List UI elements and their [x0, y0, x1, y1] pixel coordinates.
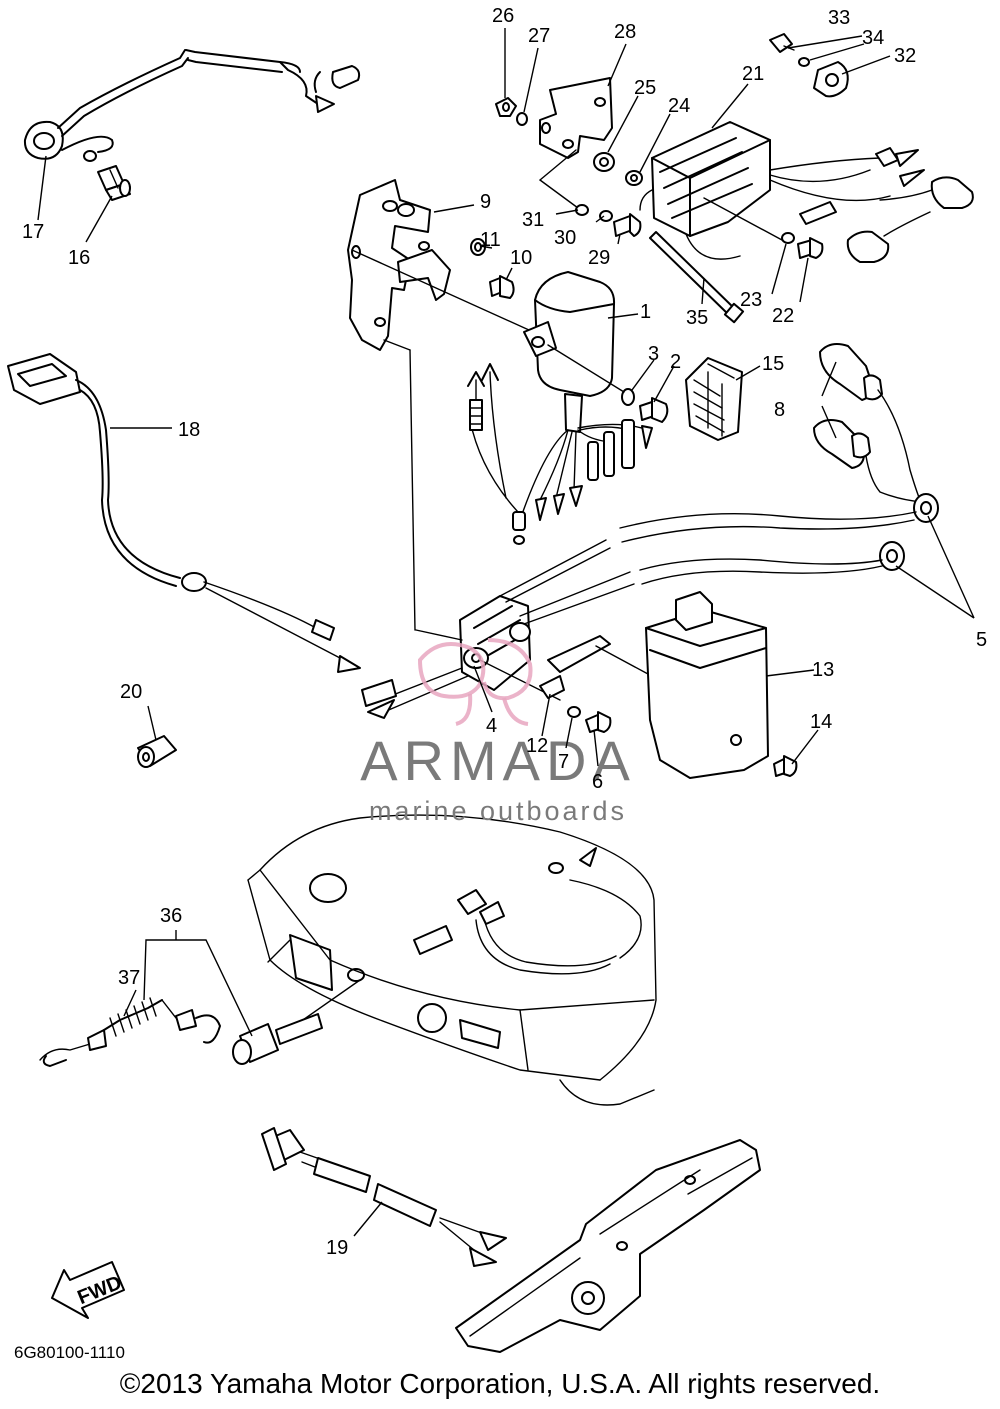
callout-9: 9 — [480, 191, 491, 213]
callout-27: 27 — [528, 25, 550, 47]
part-29-bolt — [613, 213, 642, 237]
watermark-tagline: marine outboards — [369, 796, 627, 826]
part-17-lead-wire — [23, 49, 361, 162]
part-13-cover — [645, 591, 769, 779]
callout-33: 33 — [828, 7, 850, 29]
callout-10: 10 — [510, 247, 532, 269]
callout-29: 29 — [588, 247, 610, 269]
part-14-screw — [773, 755, 798, 777]
part-33-screw — [769, 33, 795, 53]
callout-25: 25 — [634, 77, 656, 99]
callout-36: 36 — [160, 905, 182, 927]
part-7-washer — [567, 706, 581, 718]
part-25-grommet — [593, 152, 615, 172]
part-8-plug-cap — [813, 343, 923, 503]
part-12-ground-plate — [539, 635, 649, 699]
part-18-wire-harness — [7, 353, 361, 673]
copyright-notice: ©2013 Yamaha Motor Corporation, U.S.A. A… — [120, 1368, 880, 1399]
callout-17: 17 — [22, 221, 44, 243]
part-5-grommet — [619, 493, 939, 585]
part-1-cdi-unit — [467, 271, 653, 545]
callout-26: 26 — [492, 5, 514, 27]
callout-15: 15 — [762, 353, 784, 375]
callout-11: 11 — [480, 229, 501, 251]
callout-8: 8 — [774, 399, 785, 421]
part-3-washer — [621, 388, 635, 406]
bottom-cowling — [247, 814, 657, 1106]
callout-30: 30 — [554, 227, 576, 249]
steering-bracket — [455, 1139, 761, 1353]
callout-19: 19 — [326, 1237, 348, 1259]
part-32-clamp — [813, 61, 849, 98]
callout-20: 20 — [120, 681, 142, 703]
callout-5: 5 — [976, 629, 987, 651]
part-30-washer — [599, 210, 613, 222]
part-34-washer — [798, 57, 810, 67]
callout-21: 21 — [742, 63, 764, 85]
callout-13: 13 — [812, 659, 834, 681]
part-16-sender — [97, 165, 131, 201]
callout-34: 34 — [862, 27, 884, 49]
part-36-stop-switch — [232, 1013, 323, 1065]
part-21-rectifier-regulator — [639, 121, 974, 263]
callout-3: 3 — [648, 343, 659, 365]
part-9-bracket — [347, 179, 541, 631]
part-10-bolt — [489, 275, 515, 299]
callout-1: 1 — [640, 301, 651, 323]
part-28-bracket — [539, 77, 613, 209]
part-27-washer — [516, 112, 528, 126]
part-26-nut — [495, 97, 517, 117]
part-20-sleeve — [137, 735, 177, 768]
part-22-bolt — [797, 237, 824, 259]
callout-12: 12 — [526, 735, 548, 757]
callout-4: 4 — [486, 715, 497, 737]
diagram-code: 6G80100-1110 — [14, 1343, 125, 1362]
callout-7: 7 — [558, 751, 569, 773]
callout-24: 24 — [668, 95, 690, 117]
callout-32: 32 — [894, 45, 916, 67]
armada-logo-icon — [417, 638, 533, 726]
callout-37: 37 — [118, 967, 140, 989]
leader-lines — [37, 28, 975, 1237]
callout-16: 16 — [68, 247, 90, 269]
part-2-bolt — [639, 397, 669, 423]
callout-18: 18 — [178, 419, 200, 441]
callout-2: 2 — [670, 351, 681, 373]
part-19-wire-lead — [261, 1127, 507, 1267]
leader-mount-line — [547, 344, 625, 393]
part-15-connector-holder — [685, 357, 743, 441]
callout-28: 28 — [614, 21, 636, 43]
part-6-screw — [585, 711, 612, 733]
part-24-collar — [625, 170, 643, 186]
callout-22: 22 — [772, 305, 794, 327]
callout-6: 6 — [592, 771, 603, 793]
callout-14: 14 — [810, 711, 832, 733]
watermark-brand: ARMADA — [360, 729, 636, 792]
part-4-ignition-coil — [361, 539, 635, 719]
part-37-lanyard — [39, 997, 221, 1067]
callout-23: 23 — [740, 289, 762, 311]
cowling-harness — [413, 847, 642, 975]
fwd-arrow-icon: FWD — [51, 1261, 125, 1319]
part-23-washer — [781, 232, 795, 244]
callout-35: 35 — [686, 307, 708, 329]
callout-labels: 1 2 3 4 5 6 7 8 9 10 11 12 13 14 15 16 1… — [22, 5, 987, 1259]
callout-31: 31 — [522, 209, 544, 231]
